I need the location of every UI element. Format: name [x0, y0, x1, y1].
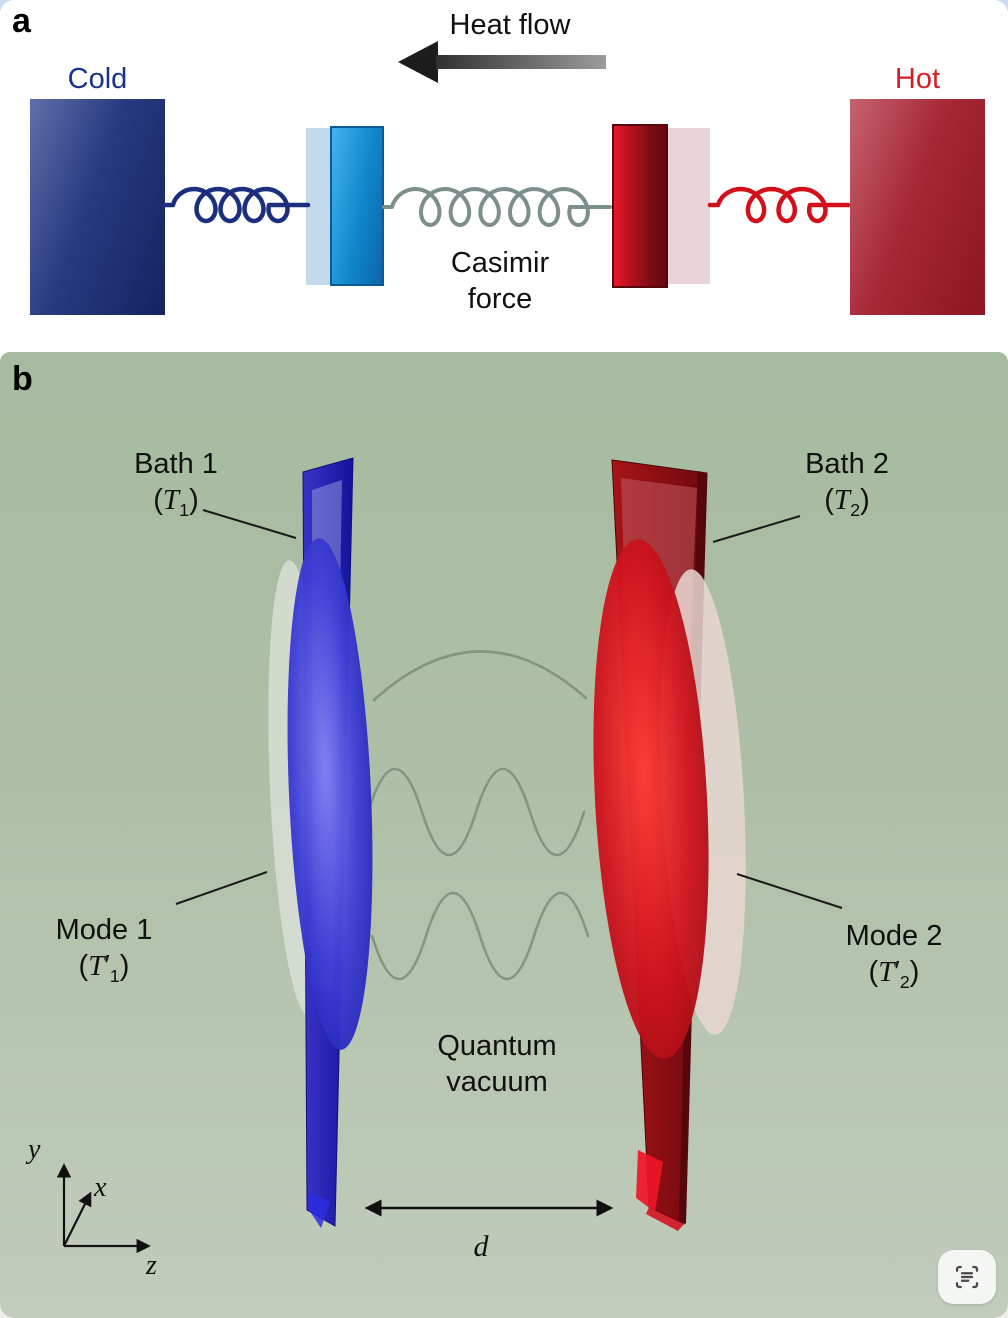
heat-flow-arrow	[398, 41, 606, 83]
axis-y-label: y	[28, 1134, 41, 1165]
heat-flow-label: Heat flow	[449, 9, 571, 41]
bath-1-name: Bath 1	[134, 448, 218, 480]
vacuum-wave-bottom	[370, 891, 590, 981]
vacuum-wave-middle	[366, 767, 586, 857]
membrane-1-3d	[268, 457, 373, 1228]
axis-z-label: z	[146, 1250, 157, 1281]
distance-label: d	[473, 1230, 489, 1263]
cold-label: Cold	[67, 63, 128, 95]
mode-2-pointer-line	[736, 873, 843, 909]
hot-label: Hot	[894, 63, 941, 95]
membrane-1-tip-highlight	[307, 1192, 330, 1228]
membrane-2-frame	[611, 459, 708, 1225]
casimir-force-label: Casimir force	[450, 247, 550, 315]
cold-bath-block	[30, 99, 165, 315]
mode-1-pointer-line	[175, 871, 268, 905]
membrane-2-bottom-highlight	[636, 1150, 663, 1212]
mode-2-bulge	[593, 539, 709, 1059]
membrane-1-frame	[302, 457, 354, 1227]
bath-2-label: Bath 2 (T2)	[757, 446, 937, 522]
axis-x-arrow	[63, 1191, 92, 1247]
membrane-2-bottom-edge-highlight	[646, 1207, 684, 1231]
hot-bath-block	[850, 99, 985, 315]
mode-2-temperature: (T′2)	[868, 956, 920, 993]
mode-1-name: Mode 1	[55, 914, 153, 946]
mode-1-label: Mode 1 (T′1)	[14, 912, 194, 988]
panel-a: a Heat flow Cold Hot Casimir force	[0, 0, 1008, 352]
mode-2-name: Mode 2	[845, 920, 943, 952]
vacuum-mode-waves	[366, 650, 590, 981]
hot-membrane-ghost	[668, 128, 710, 284]
bath-2-temperature: (T2)	[824, 484, 870, 521]
mode-1-bulge	[287, 538, 373, 1050]
hot-membrane	[612, 124, 668, 288]
membrane-1-inner	[312, 480, 342, 992]
membrane-2-window	[621, 478, 697, 672]
vacuum-wave-top	[372, 650, 588, 702]
panel-b: b Bath 1 (T1) Bath 2 (T2) Mode 1 (T′1) M…	[0, 352, 1008, 1318]
panel-b-label: b	[12, 360, 33, 398]
mode-2-ghost-lens	[660, 569, 746, 1035]
casimir-force-spring	[382, 187, 612, 227]
cold-membrane-ghost	[306, 128, 332, 285]
bath-2-name: Bath 2	[805, 448, 889, 480]
membrane-2-3d	[593, 459, 746, 1231]
bath-1-temperature: (T1)	[153, 484, 199, 521]
scan-text-icon	[955, 1265, 979, 1289]
bath-1-label: Bath 1 (T1)	[86, 446, 266, 522]
hot-spring	[707, 186, 851, 224]
mode-1-temperature: (T′1)	[78, 950, 130, 987]
pointer-lines	[175, 509, 843, 909]
scan-text-button[interactable]	[938, 1250, 996, 1304]
panel-a-label: a	[12, 2, 31, 40]
membrane-2-edge	[679, 471, 707, 1224]
mode-1-ghost-lens	[268, 560, 330, 1016]
quantum-vacuum-label: Quantum vacuum	[437, 1030, 557, 1099]
axis-x-label: x	[94, 1172, 107, 1203]
cold-membrane	[330, 126, 384, 286]
mode-2-label: Mode 2 (T′2)	[804, 918, 984, 994]
cold-spring	[161, 186, 311, 224]
